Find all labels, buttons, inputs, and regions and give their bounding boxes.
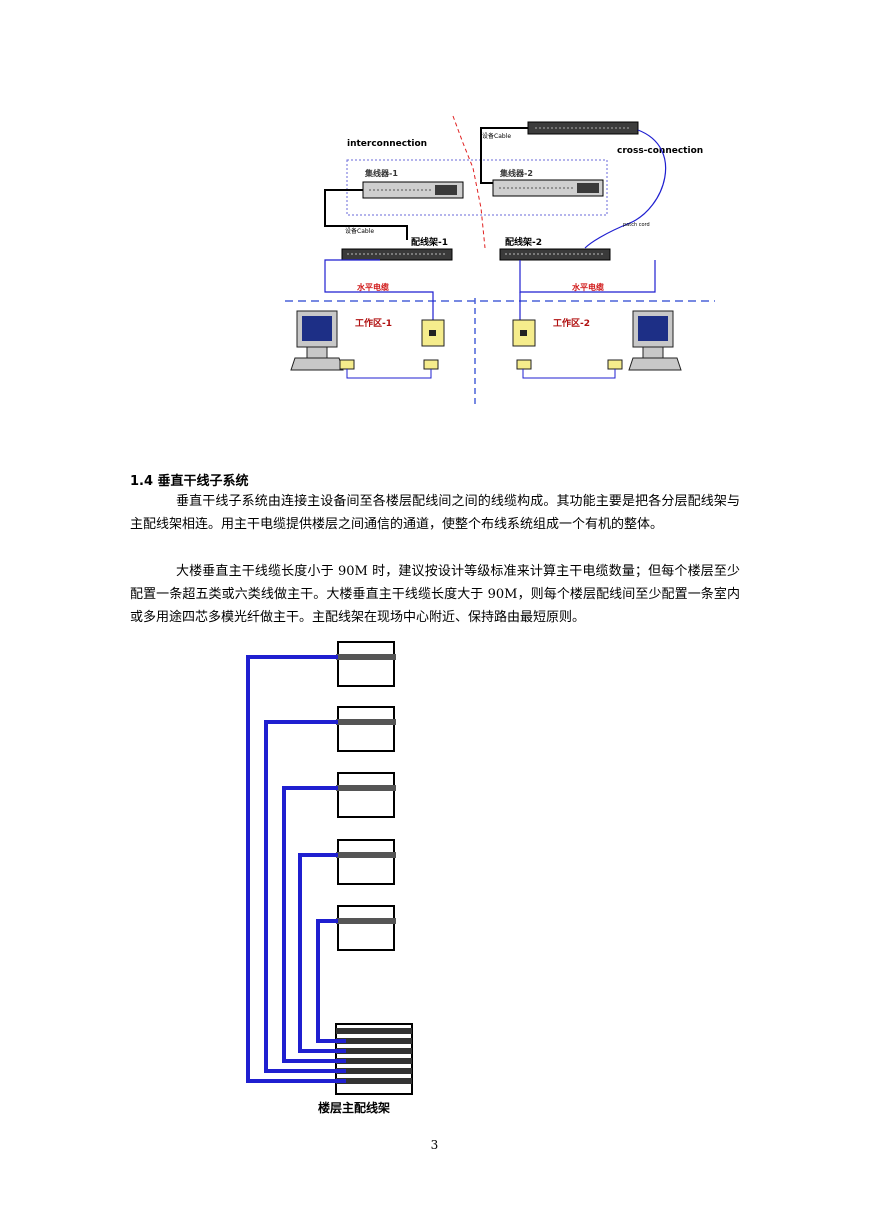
computer-left-icon xyxy=(290,310,344,371)
patch-panel2-label: 配线架-2 xyxy=(505,236,542,248)
backbone-cable-4 xyxy=(298,853,346,1053)
rj45-plug-left-icon xyxy=(339,359,439,370)
main-rack-caption: 楼层主配线架 xyxy=(318,1100,390,1115)
page-number: 3 xyxy=(430,1138,439,1152)
paragraph-2: 大楼垂直主干线缆长度小于 90M 时，建议按设计等级标准来计算主干电缆数量；但每… xyxy=(130,564,740,625)
horizontal-cable-label-right: 水平电缆 xyxy=(571,282,604,292)
work-area1-label: 工作区-1 xyxy=(355,317,392,329)
work-area1-cord xyxy=(346,369,432,379)
patch-cord-label: patch cord xyxy=(623,222,650,228)
cross-connection-label: cross-connection xyxy=(617,146,703,156)
work-area2-cord xyxy=(522,369,616,379)
floor-cabinet-3-icon xyxy=(336,772,396,818)
patch-panel1-label: 配线架-1 xyxy=(411,236,448,248)
backbone-diagram-figure: 楼层主配线架 xyxy=(246,641,413,1115)
backbone-cable-2 xyxy=(264,720,346,1073)
hub-group-box xyxy=(346,159,608,216)
section-title: 1.4 垂直干线子系统 xyxy=(130,474,249,489)
floor-cabinet-1-icon xyxy=(336,641,396,687)
floor-cabinet-2-icon xyxy=(336,706,396,752)
floor-cabinet-4-icon xyxy=(336,839,396,885)
computer-right-icon xyxy=(628,310,682,371)
backbone-cable-1 xyxy=(246,655,346,1083)
device-cable-top xyxy=(480,127,528,184)
device-cable-label-left: 设备Cable xyxy=(345,227,374,235)
device-cable-label-top: 设备Cable xyxy=(482,132,511,140)
rj45-plug-right-icon xyxy=(516,359,623,370)
hub2-label: 集线器-2 xyxy=(499,168,533,178)
device-cable-hub1 xyxy=(324,189,408,240)
wall-jack-left-icon xyxy=(421,319,445,347)
backbone-cable-5 xyxy=(316,919,346,1043)
hub1-label: 集线器-1 xyxy=(364,168,398,178)
patch-cord-cable xyxy=(584,129,667,249)
interconnection-label: interconnection xyxy=(347,139,427,149)
paragraph-1: 垂直干线子系统由连接主设备间至各楼层配线间之间的线缆构成。其功能主要是把各分层配… xyxy=(130,494,740,532)
floor-cabinet-5-icon xyxy=(336,905,396,951)
backbone-cables xyxy=(246,655,346,1083)
backbone-cable-3 xyxy=(282,786,346,1063)
horizontal-cable-label-left: 水平电缆 xyxy=(356,282,389,292)
horizontal-cable-right xyxy=(519,260,656,293)
work-area2-label: 工作区-2 xyxy=(553,317,590,329)
wall-jack-right-icon xyxy=(512,319,536,347)
horizontal-cable-left xyxy=(324,259,434,320)
main-distribution-rack-icon xyxy=(335,1023,413,1095)
cabling-diagram-figure: interconnection cross-connection 设备Cable… xyxy=(285,115,715,408)
